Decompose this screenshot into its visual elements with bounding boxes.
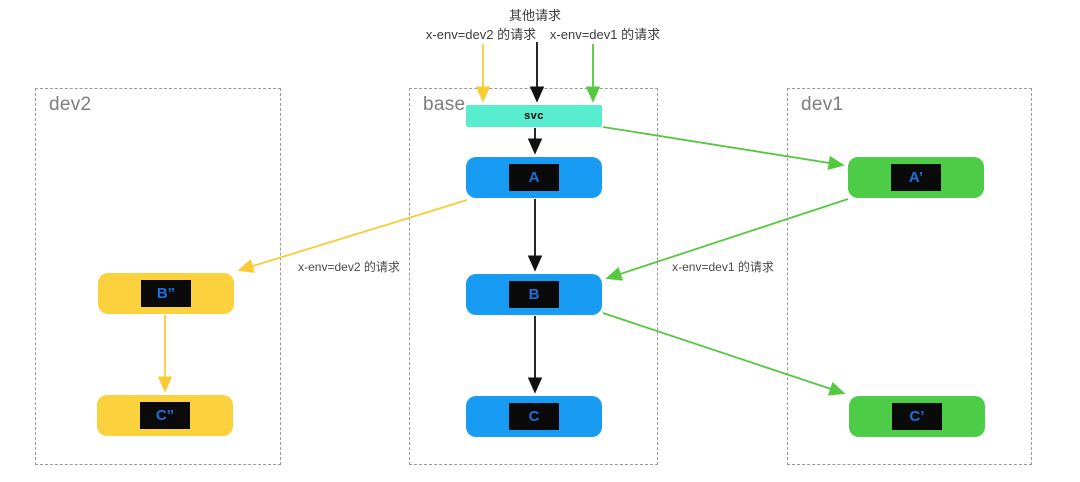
- node-c: C: [466, 396, 602, 437]
- label-dev2-requests: x-env=dev2 的请求: [425, 27, 537, 42]
- node-b2-chip: B”: [141, 280, 191, 307]
- group-dev2-label: dev2: [49, 94, 92, 115]
- node-c1-chip: C’: [892, 403, 942, 430]
- node-a1-chip: A’: [891, 164, 941, 191]
- node-b-label: B: [528, 286, 540, 303]
- edge-label-dev2-route: x-env=dev2 的请求: [298, 260, 400, 274]
- node-c2: C”: [97, 395, 233, 436]
- group-dev1-label: dev1: [801, 94, 844, 115]
- node-c-label: C: [528, 408, 540, 425]
- node-c2-label: C”: [155, 407, 175, 424]
- node-b-chip: B: [509, 281, 559, 308]
- group-dev2: dev2: [35, 88, 281, 465]
- node-a1-label: A’: [908, 169, 924, 186]
- node-c-chip: C: [509, 403, 559, 430]
- group-base-label: base: [423, 94, 466, 115]
- node-a1: A’: [848, 157, 984, 198]
- node-svc: svc: [466, 105, 602, 127]
- node-c1-label: C’: [909, 408, 925, 425]
- node-b2: B”: [98, 273, 234, 314]
- node-svc-label: svc: [524, 110, 544, 122]
- node-c1: C’: [849, 396, 985, 437]
- node-a-label: A: [528, 169, 540, 186]
- node-c2-chip: C”: [140, 402, 190, 429]
- node-b2-label: B”: [156, 285, 176, 302]
- label-dev1-requests: x-env=dev1 的请求: [549, 27, 661, 42]
- node-a: A: [466, 157, 602, 198]
- node-b: B: [466, 274, 602, 315]
- label-other-requests: 其他请求: [508, 8, 562, 23]
- edge-label-dev1-route: x-env=dev1 的请求: [672, 260, 774, 274]
- node-a-chip: A: [509, 164, 559, 191]
